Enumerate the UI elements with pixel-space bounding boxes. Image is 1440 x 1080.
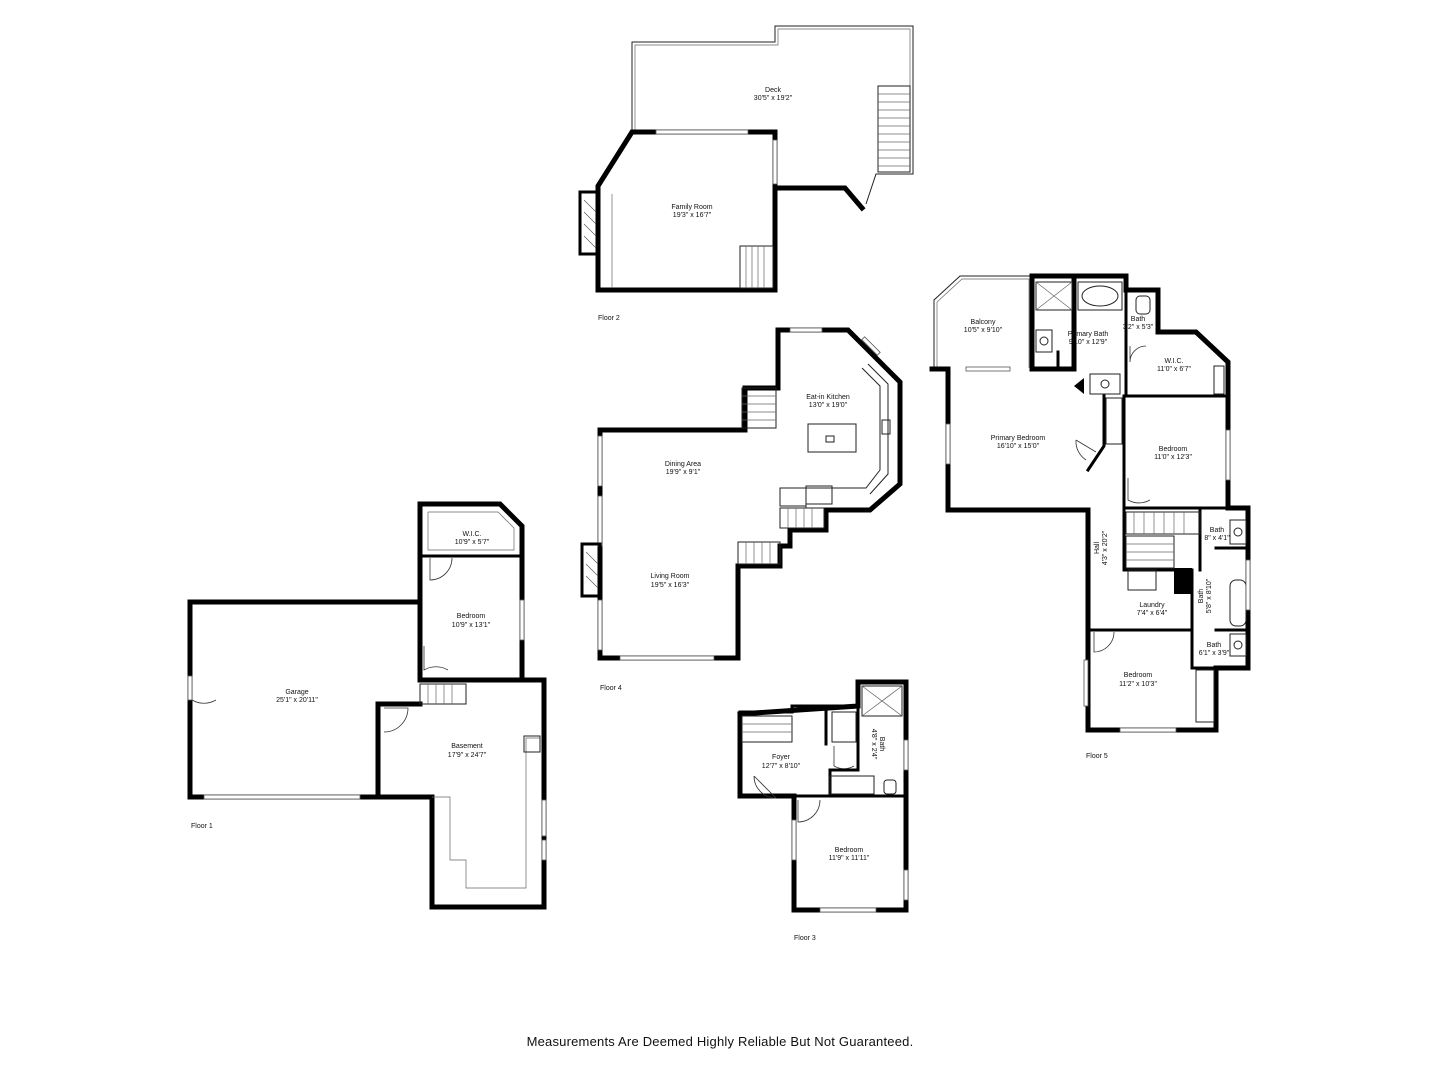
deck-dims: 30'5" x 19'2": [754, 95, 793, 102]
primary-bath-name: Primary Bath: [1068, 331, 1109, 338]
floor-1-label: Floor 1: [191, 823, 213, 830]
disclaimer-text: Measurements Are Deemed Highly Reliable …: [526, 1034, 914, 1049]
floor-2-plan: Deck 30'5" x 19'2" Family Room 19'3" x 1…: [578, 25, 914, 322]
bedroom-a-dims: 11'0" x 12'3": [1154, 454, 1192, 461]
wic-1-dims: 10'9" x 5'7": [455, 539, 490, 546]
bath-d-name: Bath: [1207, 642, 1222, 649]
basement-name: Basement: [451, 743, 483, 750]
bedroom-a-name: Bedroom: [1159, 446, 1188, 453]
bedroom-b-dims: 11'2" x 10'3": [1119, 681, 1157, 688]
bedroom-1-wall: [417, 501, 525, 683]
floor-4-outline: [597, 327, 903, 661]
laundry-dims: 7'4" x 6'4": [1137, 610, 1168, 617]
foyer-dims: 12'7" x 8'10": [762, 763, 801, 770]
bedroom-1-name: Bedroom: [457, 613, 486, 620]
family-room-wall-east: [772, 185, 866, 293]
foyer-name: Foyer: [772, 754, 791, 761]
wic-5-name: W.I.C.: [1164, 358, 1183, 365]
bedroom-3-dims: 11'9" x 11'11": [829, 855, 870, 862]
bath-b-name: Bath: [1210, 527, 1225, 534]
floor-5-label: Floor 5: [1086, 753, 1108, 760]
laundry-name: Laundry: [1139, 602, 1165, 609]
dining-name: Dining Area: [665, 461, 701, 468]
living-name: Living Room: [651, 573, 690, 580]
basement-dims: 17'9" x 24'7": [448, 752, 487, 759]
living-dims: 19'5" x 16'3": [651, 582, 690, 589]
deck-name: Deck: [765, 87, 781, 94]
basement-wall: [375, 677, 547, 910]
hall-dims: 4'3" x 20'2": [1102, 530, 1109, 565]
floor-2-label: Floor 2: [598, 315, 620, 322]
bath-small-dims: 3'2" x 5'3": [1123, 324, 1154, 331]
kitchen-name: Eat-in Kitchen: [806, 394, 850, 401]
family-room-wall: [595, 129, 778, 293]
floor-4-label: Floor 4: [600, 685, 622, 692]
balcony-name: Balcony: [971, 319, 996, 326]
bath-d-dims: 6'1" x 3'9": [1199, 650, 1230, 657]
bedroom-1-dims: 10'9" x 13'1": [452, 622, 491, 629]
garage-dims: 25'1" x 20'11": [276, 697, 318, 704]
bath-c-name: Bath: [1198, 589, 1205, 604]
primary-bath-dims: 9'10" x 12'9": [1069, 339, 1108, 346]
bath-c-dims: 5'8" x 8'10": [1206, 578, 1213, 613]
balcony-dims: 10'5" x 9'10": [964, 327, 1003, 334]
floor-3-label: Floor 3: [794, 935, 816, 942]
bedroom-b-name: Bedroom: [1124, 672, 1153, 679]
garage-name: Garage: [285, 689, 308, 696]
bedroom-3-name: Bedroom: [835, 847, 864, 854]
family-room-dims: 19'3" x 16'7": [673, 212, 712, 219]
kitchen-dims: 13'0" x 19'0": [809, 402, 848, 409]
deck-stairs: [877, 85, 911, 173]
dining-dims: 19'9" x 9'1": [666, 469, 701, 476]
wic-1-name: W.I.C.: [462, 531, 481, 538]
primary-bedroom-dims: 16'10" x 15'0": [997, 443, 1040, 450]
bath-3-dims: 4'8" x 2'4": [870, 729, 877, 760]
bath-b-dims: 8" x 4'1": [1204, 535, 1230, 542]
primary-bedroom-name: Primary Bedroom: [991, 435, 1046, 442]
deck-outline: [631, 25, 914, 205]
floor-4-plan: Eat-in Kitchen 13'0" x 19'0" Dining Area…: [580, 327, 903, 692]
floor-3-plan: Foyer 12'7" x 8'10" Bath 4'8" x 2'4" Bed…: [737, 679, 909, 942]
wic-5-dims: 11'0" x 6'7": [1157, 366, 1191, 373]
floor-1-plan: Garage 25'1" x 20'11" W.I.C. 10'9" x 5'7…: [187, 501, 547, 910]
hall-name: Hall: [1094, 542, 1101, 555]
bath-3-name: Bath: [878, 737, 885, 752]
kitchen-island: [807, 423, 857, 453]
bath-small-name: Bath: [1131, 316, 1146, 323]
floor-5-plan: Balcony 10'5" x 9'10" Primary Bath 9'10"…: [929, 273, 1251, 760]
family-room-name: Family Room: [671, 204, 712, 211]
